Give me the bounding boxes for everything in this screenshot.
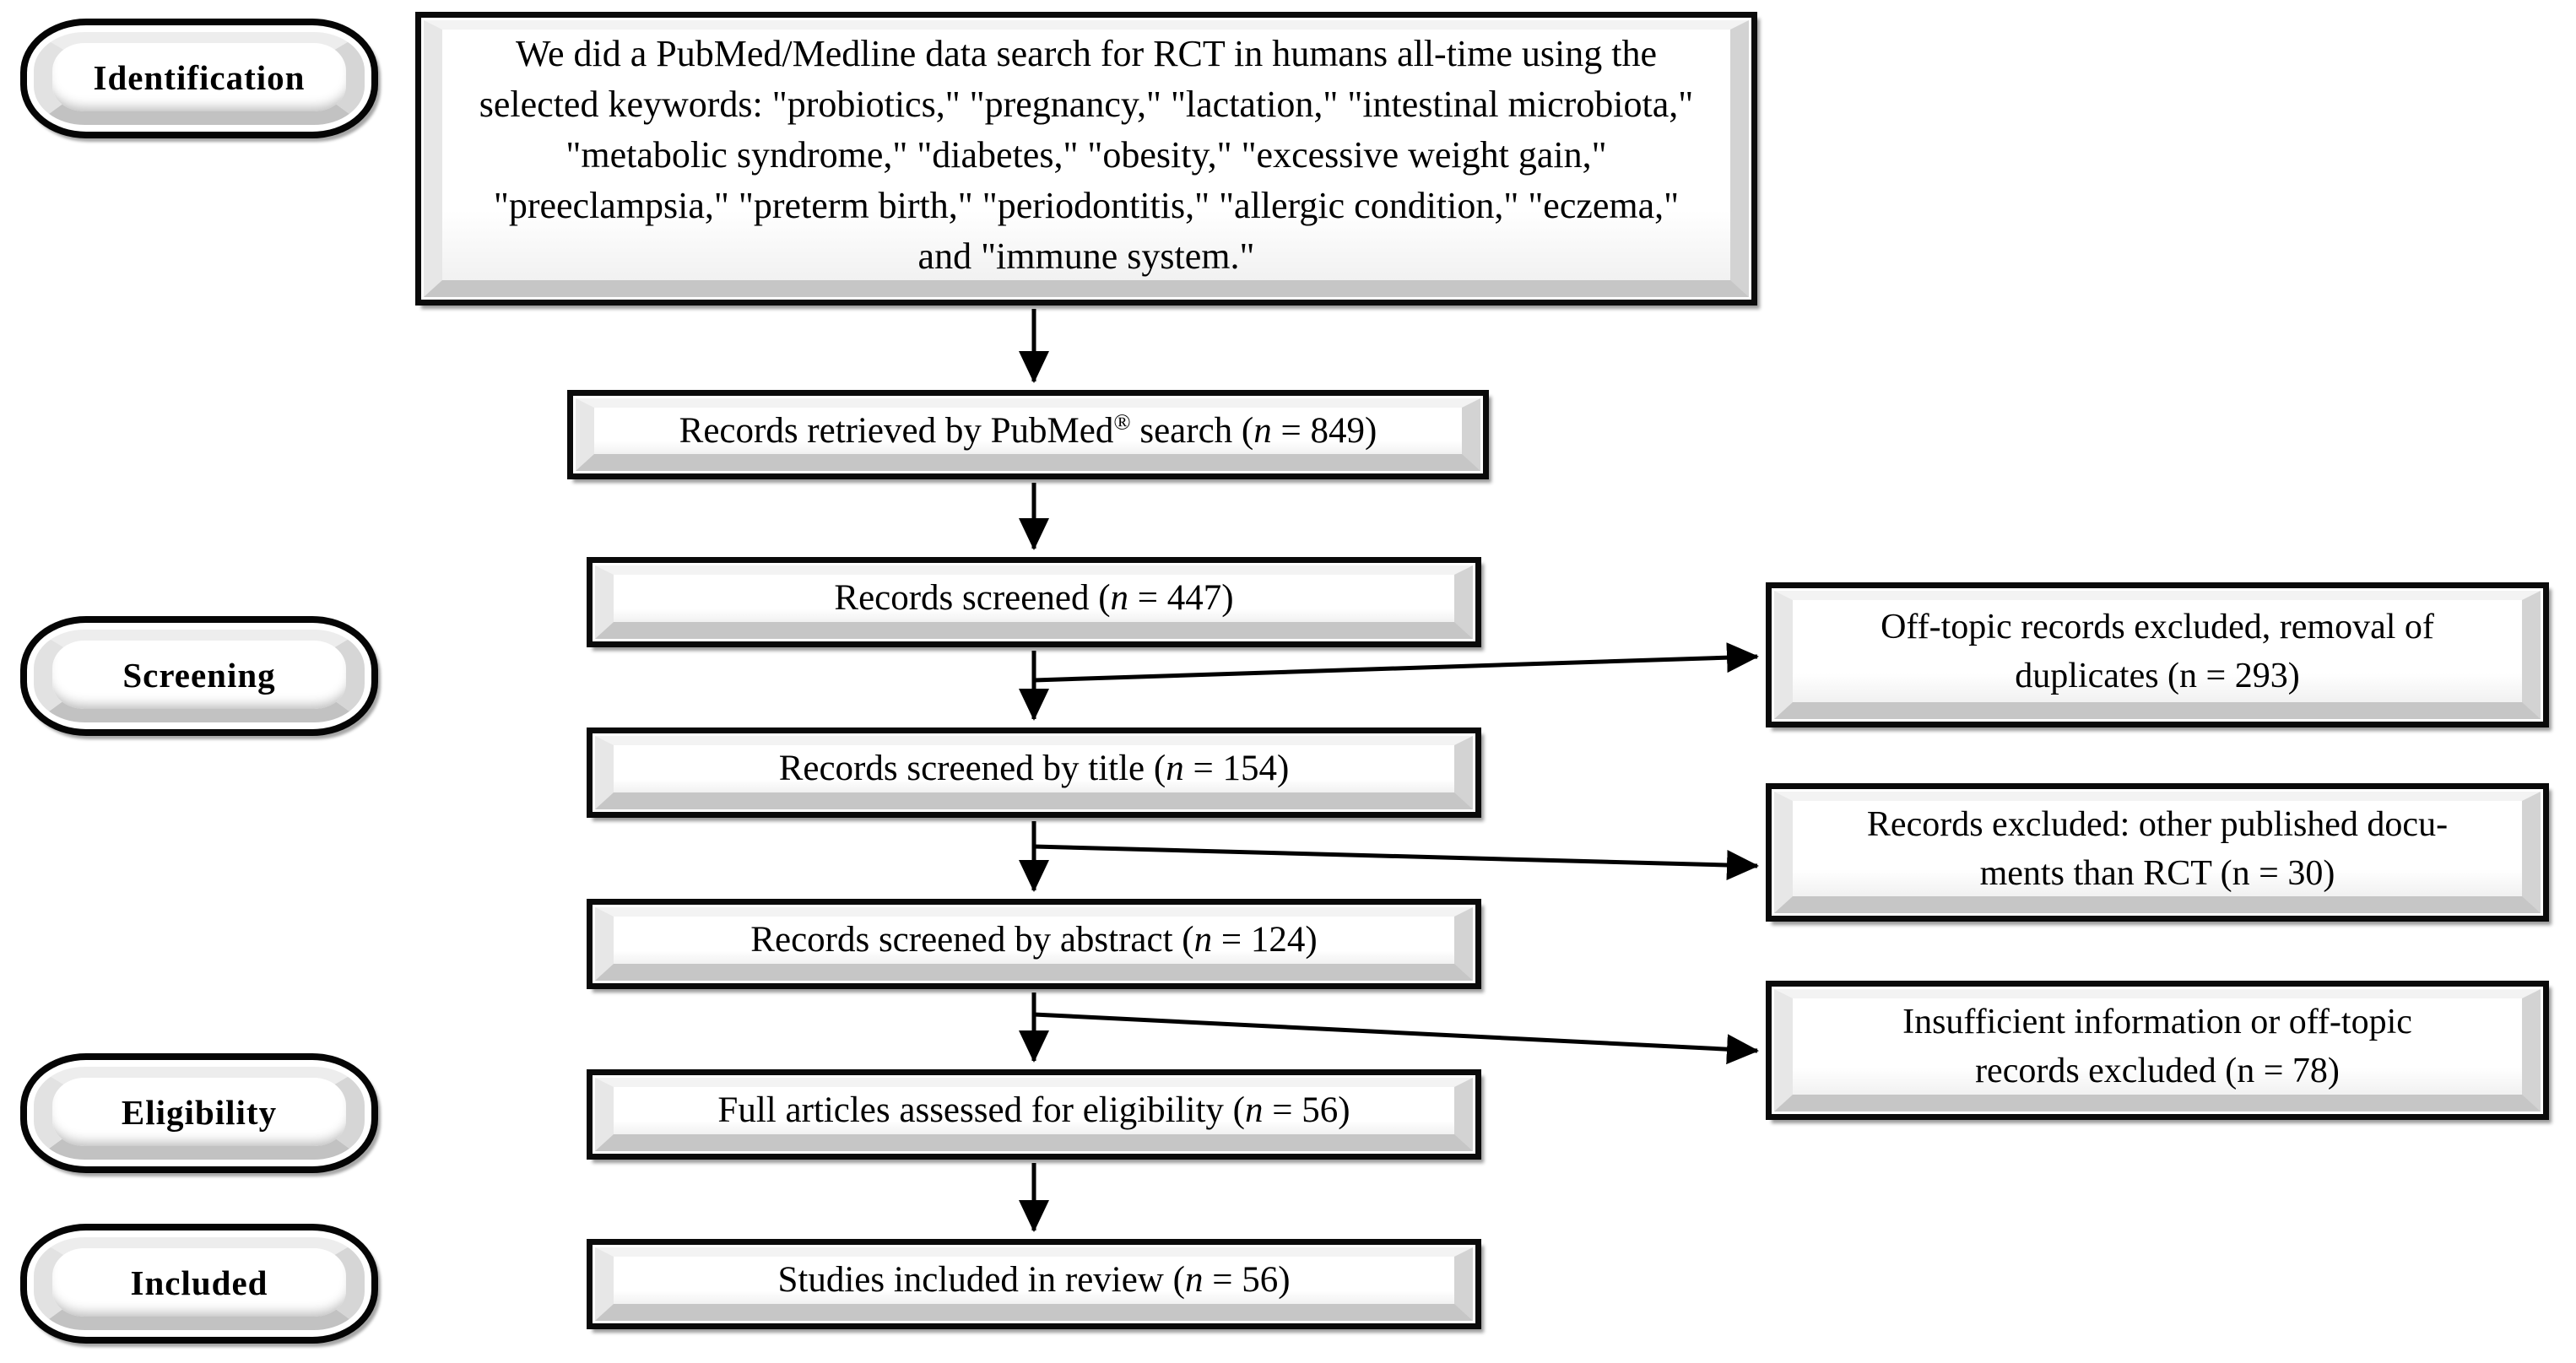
box-bevel: Records excluded: other published docu-m…: [1774, 792, 2541, 913]
box-bevel: Records screened by abstract (n = 124): [595, 907, 1473, 981]
full-articles-assessed-text: Full articles assessed for eligibility (…: [717, 1090, 1350, 1130]
box-bevel: Full articles assessed for eligibility (…: [595, 1078, 1473, 1151]
stage-oval-bevel: Screening: [34, 630, 365, 722]
stage-label-eligibility: Eligibility: [121, 1092, 278, 1132]
stage-oval-identification: Identification: [20, 19, 378, 138]
box-bevel: We did a PubMed/Medline data search for …: [424, 20, 1749, 297]
studies-included-box: Studies included in review (n = 56): [587, 1239, 1481, 1329]
stage-label-included: Included: [130, 1263, 268, 1302]
search-strategy-box: We did a PubMed/Medline data search for …: [415, 12, 1757, 306]
studies-included-text: Studies included in review (n = 56): [777, 1260, 1291, 1300]
stage-oval-included: Included: [20, 1224, 378, 1344]
excluded-non-rct-box: Records excluded: other published docu-m…: [1766, 783, 2549, 922]
stage-oval-bevel: Eligibility: [34, 1067, 365, 1160]
arrow-branch-to-non-rct: [1033, 844, 1759, 881]
full-articles-assessed-box: Full articles assessed for eligibility (…: [587, 1069, 1481, 1160]
arrow-branch-to-duplicates: [1033, 642, 1759, 683]
records-screened-box: Records screened (n = 447): [587, 557, 1481, 647]
arrow-branch-to-insufficient: [1033, 1012, 1759, 1065]
records-retrieved-box: Records retrieved by PubMed® search (n =…: [567, 390, 1489, 479]
stage-oval-bevel: Identification: [34, 32, 365, 125]
screened-by-abstract-box: Records screened by abstract (n = 124): [587, 899, 1481, 989]
records-retrieved-text: Records retrieved by PubMed® search (n =…: [679, 408, 1377, 451]
stage-oval-eligibility: Eligibility: [20, 1053, 378, 1173]
box-bevel: Records screened by title (n = 154): [595, 736, 1473, 809]
screened-by-title-box: Records screened by title (n = 154): [587, 727, 1481, 818]
screened-by-title-text: Records screened by title (n = 154): [778, 749, 1290, 788]
box-bevel: Records retrieved by PubMed® search (n =…: [576, 398, 1480, 471]
records-screened-text: Records screened (n = 447): [834, 578, 1234, 618]
box-bevel: Records screened (n = 447): [595, 565, 1473, 639]
stage-label-identification: Identification: [93, 57, 306, 97]
excluded-non-rct-text: Records excluded: other published docu-m…: [1866, 804, 2449, 893]
search-strategy-text: We did a PubMed/Medline data search for …: [479, 32, 1694, 277]
stage-oval-bevel: Included: [34, 1237, 365, 1330]
stage-label-screening: Screening: [122, 655, 276, 695]
screened-by-abstract-text: Records screened by abstract (n = 124): [750, 920, 1318, 960]
box-bevel: Studies included in review (n = 56): [595, 1247, 1473, 1321]
stage-oval-screening: Screening: [20, 616, 378, 736]
